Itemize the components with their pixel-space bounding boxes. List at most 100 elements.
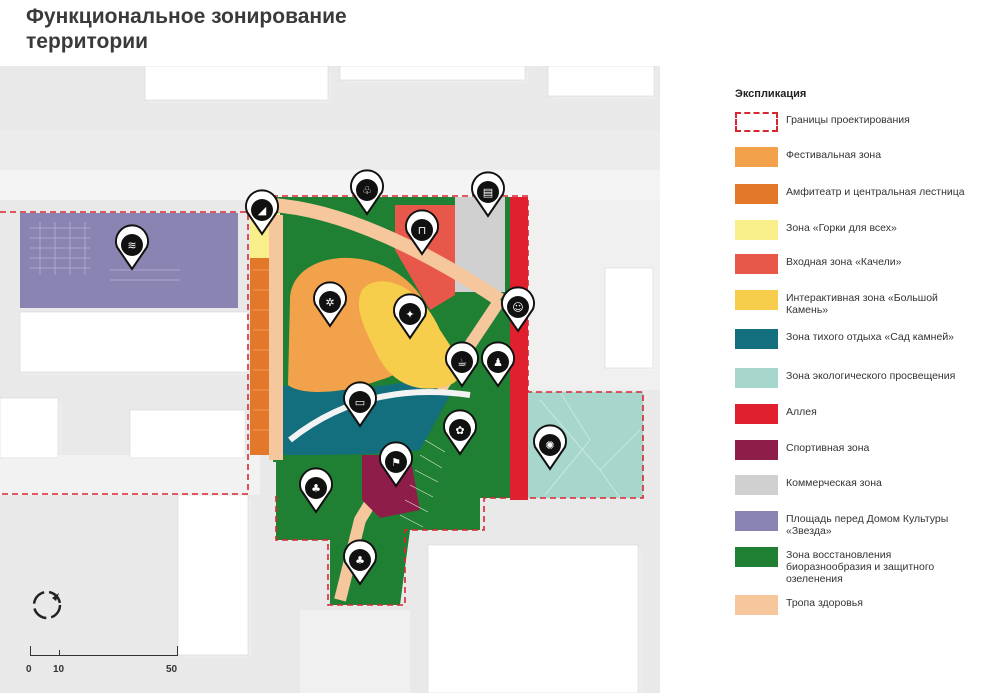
- coffee-icon: ☕: [445, 341, 479, 388]
- svg-text:▭: ▭: [355, 396, 365, 409]
- legend-swatch: [735, 254, 778, 274]
- svg-text:✿: ✿: [455, 424, 464, 437]
- compass-icon: [28, 586, 66, 624]
- building: [339, 66, 526, 81]
- legend-item: Спортивная зона: [735, 440, 980, 470]
- eco-tree-icon: ♧: [350, 169, 384, 216]
- scale-label-10: 10: [53, 664, 65, 675]
- people-icon: ☺: [501, 286, 535, 333]
- legend-item: Зона экологического просвещения: [735, 368, 980, 398]
- legend-label: Зона тихого отдыха «Сад камней»: [786, 331, 955, 343]
- toilet-icon: ♟: [481, 341, 515, 388]
- building: [427, 544, 639, 693]
- cinema-icon: ≋: [115, 224, 149, 271]
- legend-item: Зона «Горки для всех»: [735, 220, 980, 250]
- building: [144, 66, 329, 101]
- svg-text:⊓: ⊓: [418, 224, 427, 237]
- legend-item: Коммерческая зона: [735, 475, 980, 505]
- legend-label: Границы проектирования: [786, 114, 910, 126]
- legend-item: Границы проектирования: [735, 112, 980, 142]
- legend-swatch: [735, 547, 778, 567]
- legend-swatch: [735, 329, 778, 349]
- building: [604, 267, 654, 369]
- train-icon: ▤: [471, 171, 505, 218]
- map-pins: ≋ ♧ ◢ ▤ ⊓ ✲ ✦: [115, 169, 567, 586]
- legend-swatch: [735, 220, 778, 240]
- svg-text:✦: ✦: [405, 308, 414, 321]
- mosaic-icon: ✲: [313, 281, 347, 328]
- svg-text:☕: ☕: [457, 356, 467, 369]
- building: [19, 311, 249, 373]
- svg-text:☺: ☺: [512, 301, 523, 314]
- scale-label-50: 50: [166, 664, 178, 675]
- street: [0, 130, 660, 170]
- svg-text:⚑: ⚑: [391, 456, 401, 469]
- sport-icon: ⚑: [379, 441, 413, 488]
- legend-label: Фестивальная зона: [786, 149, 882, 161]
- legend-swatch: [735, 147, 778, 167]
- legend-label: Амфитеатр и центральная лестница: [786, 186, 965, 198]
- zoning-map: ≋ ♧ ◢ ▤ ⊓ ✲ ✦: [0, 66, 660, 693]
- legend-label: Интерактивная зона «Большой Камень»: [786, 292, 938, 316]
- legend-swatch: [735, 595, 778, 615]
- legend-item: Аллея: [735, 404, 980, 434]
- zone-alley: [510, 197, 528, 500]
- legend-label: Аллея: [786, 406, 817, 418]
- legend-item: Входная зона «Качели»: [735, 254, 980, 284]
- legend-label: Площадь перед Домом Культуры «Звезда»: [786, 513, 949, 537]
- svg-text:♣: ♣: [311, 482, 321, 495]
- legend-item: Интерактивная зона «Большой Камень»: [735, 290, 980, 320]
- legend-swatch: [735, 184, 778, 204]
- svg-text:♣: ♣: [355, 554, 365, 567]
- slide-icon: ◢: [245, 189, 279, 236]
- building: [0, 397, 59, 459]
- eco-paths: [539, 391, 641, 499]
- seed-icon: ✺: [533, 424, 567, 471]
- square-grid-pattern: [30, 222, 180, 281]
- legend-label: Зона восстановления биоразнообразия и за…: [786, 549, 935, 585]
- stairs: [399, 439, 446, 528]
- legend-item: Зона восстановления биоразнообразия и за…: [735, 547, 980, 585]
- svg-text:♟: ♟: [493, 356, 503, 369]
- page-title: Функциональное зонирование территории: [26, 5, 347, 53]
- legend-item: Фестивальная зона: [735, 147, 980, 177]
- svg-text:✲: ✲: [325, 296, 334, 309]
- svg-text:◢: ◢: [258, 204, 267, 217]
- legend-swatch: [735, 112, 778, 132]
- scale-label-0: 0: [26, 664, 32, 675]
- legend-swatch: [735, 475, 778, 495]
- dance-icon: ✦: [393, 293, 427, 340]
- legend-swatch: [735, 440, 778, 460]
- swing-icon: ⊓: [405, 209, 439, 256]
- scale-bar: 0 10 50: [26, 636, 186, 681]
- project-boundary: [0, 195, 644, 606]
- building: [129, 409, 246, 459]
- legend-swatch: [735, 511, 778, 531]
- svg-text:✺: ✺: [545, 439, 554, 452]
- building: [177, 494, 249, 656]
- legend-label: Зона экологического просвещения: [786, 370, 956, 382]
- legend-swatch: [735, 404, 778, 424]
- street: [300, 610, 410, 693]
- legend-item: Амфитеатр и центральная лестница: [735, 184, 980, 214]
- legend-label: Коммерческая зона: [786, 477, 882, 489]
- street: [0, 455, 260, 495]
- building: [547, 66, 655, 97]
- flower-icon: ✿: [443, 409, 477, 456]
- stones-icon: ▭: [343, 381, 377, 428]
- legend-item: Зона тихого отдыха «Сад камней»: [735, 329, 980, 359]
- amphitheatre-steps: [253, 269, 271, 431]
- street: [0, 170, 660, 200]
- svg-text:▤: ▤: [483, 186, 493, 199]
- legend-label: Тропа здоровья: [786, 597, 863, 609]
- legend-item: Тропа здоровья: [735, 595, 980, 625]
- legend-label: Входная зона «Качели»: [786, 256, 902, 268]
- svg-text:≋: ≋: [127, 239, 136, 252]
- svg-text:♧: ♧: [362, 184, 372, 197]
- legend-label: Спортивная зона: [786, 442, 870, 454]
- legend-title: Экспликация: [735, 88, 807, 100]
- legend-swatch: [735, 290, 778, 310]
- tree-icon-2: ♣: [343, 539, 377, 586]
- legend-item: Площадь перед Домом Культуры «Звезда»: [735, 511, 980, 541]
